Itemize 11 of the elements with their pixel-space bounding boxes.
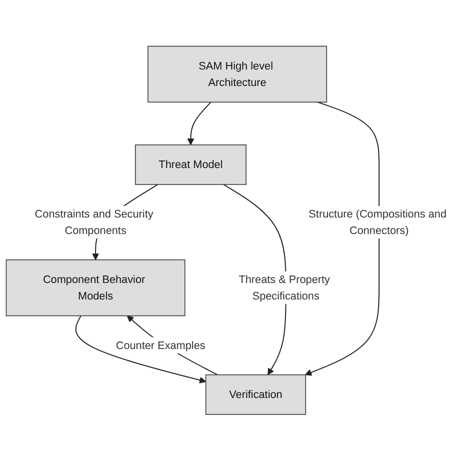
node-box: Verification [205,374,306,414]
node-box: Component Behavior Models [6,259,186,316]
edge-label: Counter Examples [116,338,206,351]
edge-label: Threats & Property Specifications [238,272,330,302]
arrow [75,315,206,384]
arrow [187,101,212,145]
node-box: Threat Model [134,144,246,185]
arrow [304,101,380,376]
node-box: SAM High level Architecture [148,46,328,102]
edge-label: Constraints and Security Components [34,207,154,236]
edge-label: Structure (Compositions and Connectors) [308,207,446,236]
